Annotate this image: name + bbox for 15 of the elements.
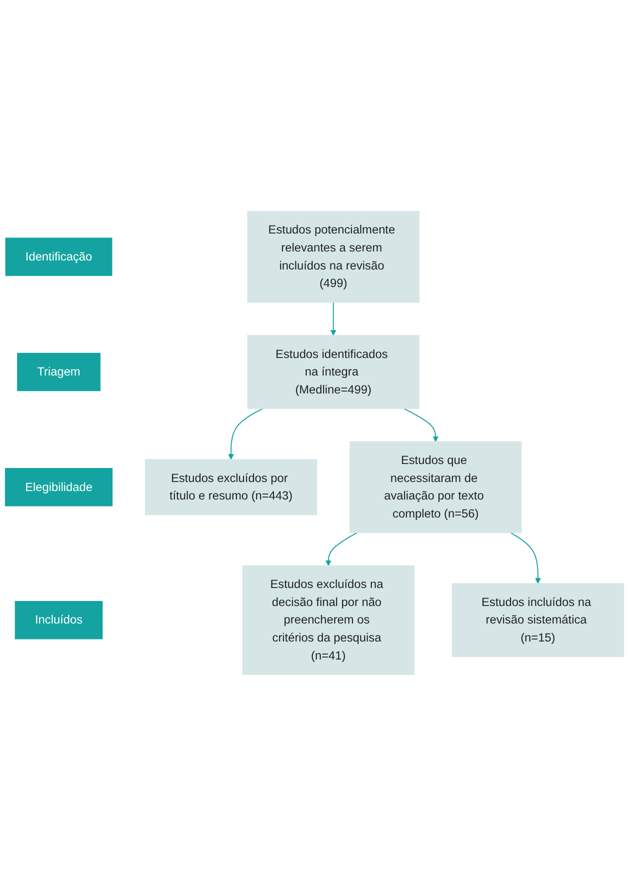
node-box: Estudos identificados na íntegra (Medline=499) <box>247 335 420 410</box>
node-box: Estudos que necessitaram de avaliação por texto completo (n=56) <box>350 441 522 534</box>
arrow <box>330 302 336 336</box>
node-box: Estudos incluídos na revisão sistemática (n=15) <box>452 583 624 658</box>
arrow <box>325 532 358 566</box>
arrow <box>403 408 439 442</box>
node-box: Elegibilidade <box>4 468 113 506</box>
node-box: Triagem <box>17 352 100 392</box>
node-box: Estudos potencialmente relevantes a serem incluídos na revisão (499) <box>247 211 420 303</box>
node-box: Estudos excluídos por título e resumo (n=443) <box>144 459 318 516</box>
arrow <box>228 408 264 460</box>
node-box: Incluídos <box>14 601 103 640</box>
node-box: Estudos excluídos na decisão final por não preencherem os critérios da pesquisa (n=41) <box>242 565 414 675</box>
node-box: Identificação <box>5 238 112 276</box>
arrow <box>510 532 541 584</box>
